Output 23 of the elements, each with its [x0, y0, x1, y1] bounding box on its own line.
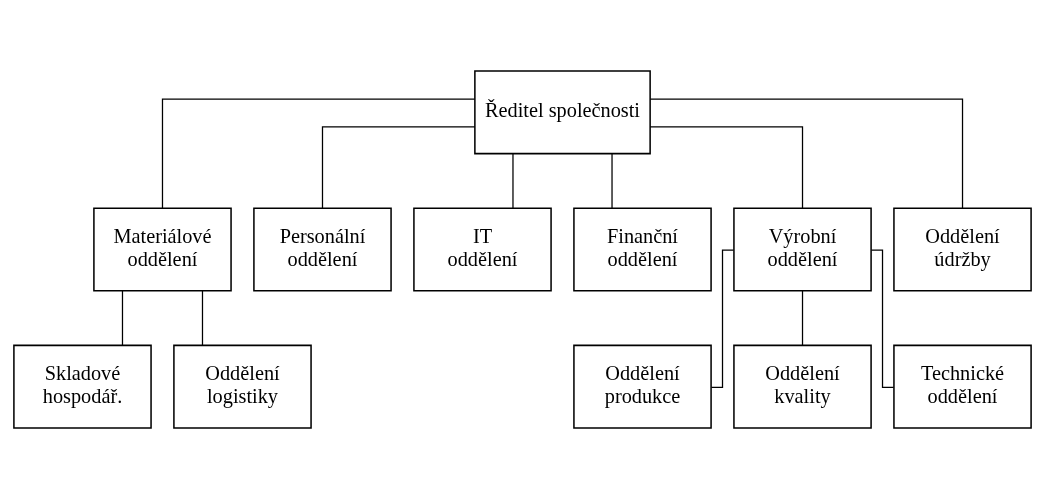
connector: [649, 126, 804, 209]
connector: [870, 249, 895, 388]
node-box: Personální oddělení: [253, 207, 392, 292]
node-box: Skladové hospodář.: [13, 344, 152, 429]
node-box: Oddělení kvality: [733, 344, 872, 429]
node-box: Výrobní oddělení: [733, 207, 872, 292]
node-box: Materiálové oddělení: [93, 207, 232, 292]
connector: [710, 249, 735, 388]
connector: [321, 126, 476, 209]
connector: [611, 153, 613, 209]
node-box: Oddělení produkce: [573, 344, 712, 429]
connector: [512, 153, 514, 209]
node-box: Oddělení údržby: [893, 207, 1032, 292]
node-box: Oddělení logistiky: [173, 344, 312, 429]
connector: [801, 290, 804, 346]
connector: [161, 98, 476, 209]
connector: [201, 290, 204, 346]
node-box: Technické oddělení: [893, 344, 1032, 429]
connector: [649, 98, 964, 209]
node-box: Finanční oddělení: [573, 207, 712, 292]
node-box: IT oddělení: [413, 207, 552, 292]
node-box: Ředitel společnosti: [474, 70, 651, 155]
connector: [121, 290, 124, 346]
